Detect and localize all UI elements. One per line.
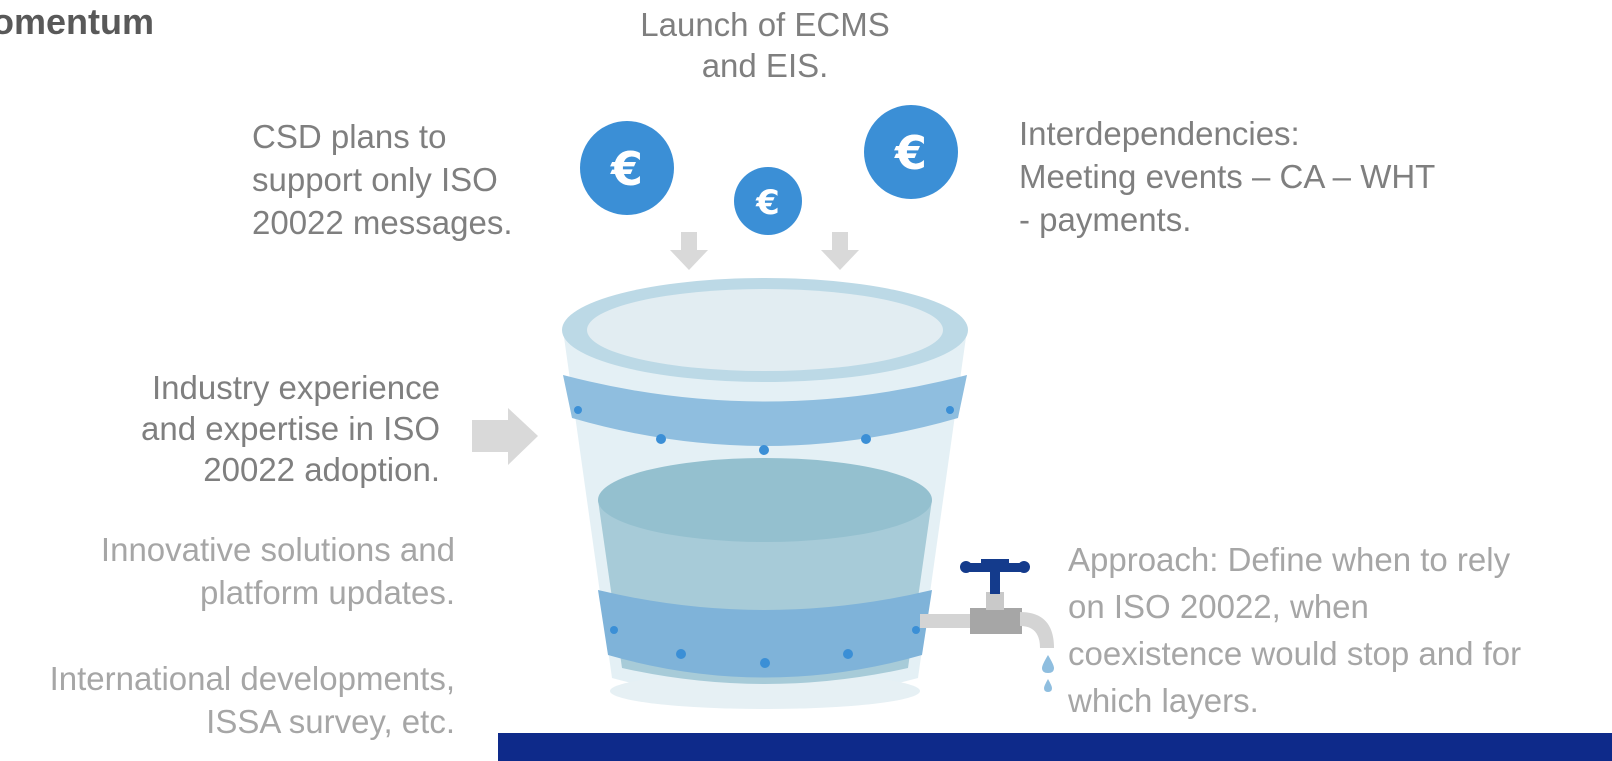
label-line: 20022 adoption. xyxy=(203,451,440,488)
tap-icon xyxy=(920,559,1054,648)
euro-coin-icon: € xyxy=(864,105,958,199)
label-line: Industry experience xyxy=(152,369,440,406)
water-drop-icon xyxy=(1042,655,1054,692)
label-launch-ecms: Launch of ECMS and EIS. xyxy=(600,4,930,86)
label-line: Meeting events – CA – WHT xyxy=(1019,158,1436,195)
label-interdependencies: Interdependencies: Meeting events – CA –… xyxy=(1019,112,1539,241)
label-line: support only ISO xyxy=(252,161,498,198)
label-line: and expertise in ISO xyxy=(141,410,440,447)
label-line: ISSA survey, etc. xyxy=(206,703,455,740)
label-approach: Approach: Define when to rely on ISO 200… xyxy=(1068,536,1568,724)
label-line: Launch of ECMS xyxy=(640,6,890,43)
label-line: coexistence would stop and for xyxy=(1068,635,1522,672)
page-title: omentum xyxy=(0,1,154,42)
label-csd-plans: CSD plans to support only ISO 20022 mess… xyxy=(252,115,552,244)
label-line: International developments, xyxy=(49,660,455,697)
label-line: platform updates. xyxy=(200,574,455,611)
label-line: 20022 messages. xyxy=(252,204,513,241)
label-line: on ISO 20022, when xyxy=(1068,588,1369,625)
arrow-down-icon xyxy=(821,232,859,270)
label-industry-experience: Industry experience and expertise in ISO… xyxy=(90,367,440,490)
label-line: and EIS. xyxy=(701,47,829,84)
label-line: Innovative solutions and xyxy=(100,531,455,568)
label-line: - payments. xyxy=(1019,201,1192,238)
label-international-developments: International developments, ISSA survey,… xyxy=(0,657,455,743)
arrow-down-icon xyxy=(670,232,708,270)
footer-bar xyxy=(498,733,1612,761)
label-line: which layers. xyxy=(1068,682,1259,719)
euro-symbol: € xyxy=(755,183,780,223)
euro-symbol: € xyxy=(894,126,927,180)
label-innovative-solutions: Innovative solutions and platform update… xyxy=(40,528,455,614)
euro-symbol: € xyxy=(610,142,643,196)
bucket-icon xyxy=(562,278,968,709)
label-line: Interdependencies: xyxy=(1019,115,1300,152)
label-line: Approach: Define when to rely xyxy=(1068,541,1511,578)
euro-coin-icon: € xyxy=(734,167,802,235)
euro-coin-icon: € xyxy=(580,121,674,215)
arrow-right-icon xyxy=(472,408,538,465)
label-line: CSD plans to xyxy=(252,118,447,155)
